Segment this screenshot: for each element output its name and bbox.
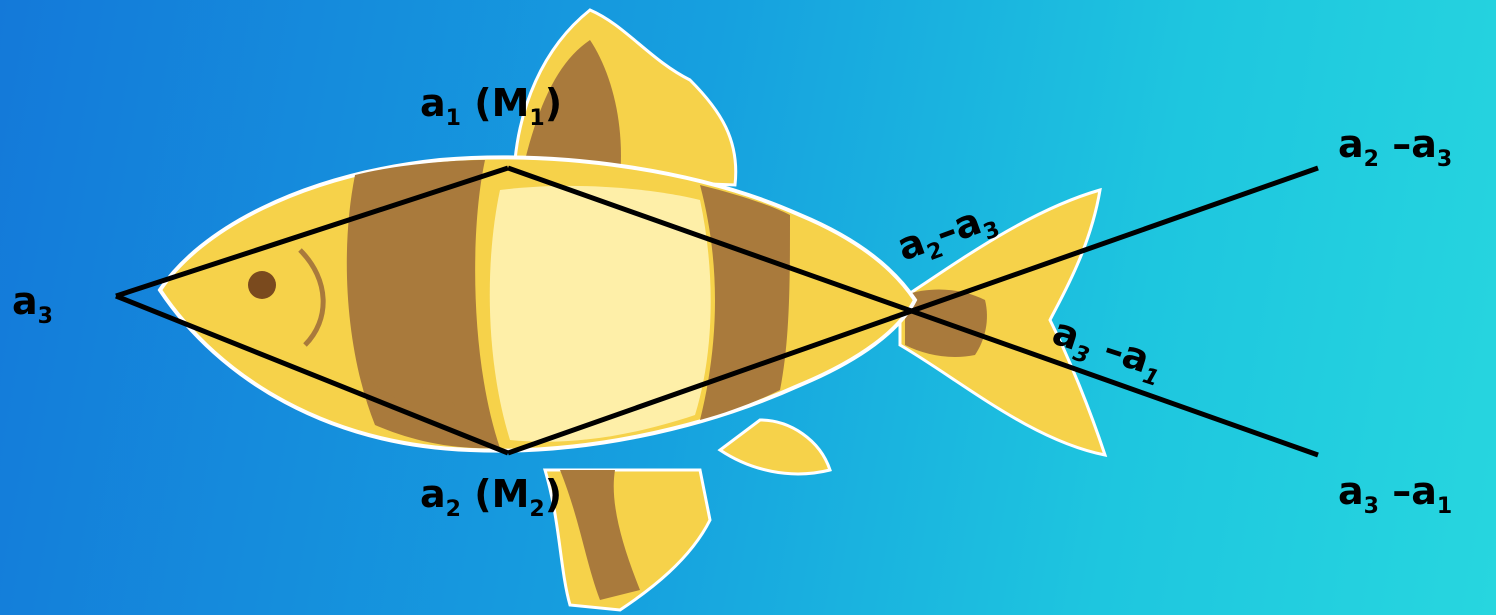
ventral-fin-stripe	[560, 470, 640, 600]
label-top-vertex: a1 (M1)	[420, 81, 563, 131]
pectoral-fin	[370, 379, 455, 407]
fish-icon	[157, 8, 1108, 612]
body-highlight	[489, 185, 711, 442]
label-ray-upper-end: a2 –a3	[1338, 122, 1453, 172]
label-left-vertex: a3	[12, 279, 53, 329]
tail-fin	[898, 187, 1108, 457]
dorsal-fin-stripe	[525, 40, 621, 178]
gill-line	[298, 248, 326, 347]
eye-icon	[248, 271, 276, 299]
pelvic-fin	[717, 418, 832, 476]
edge-a3-bottom	[115, 293, 509, 456]
label-bottom-vertex: a2 (M2)	[420, 472, 563, 522]
edge-a3-top	[115, 165, 509, 299]
body-stripe-front	[346, 160, 500, 449]
label-ray-lower-end: a3 –a1	[1338, 469, 1453, 519]
diagram-lines	[115, 165, 1319, 458]
ray-bottom-to-upper-right	[507, 165, 1319, 456]
